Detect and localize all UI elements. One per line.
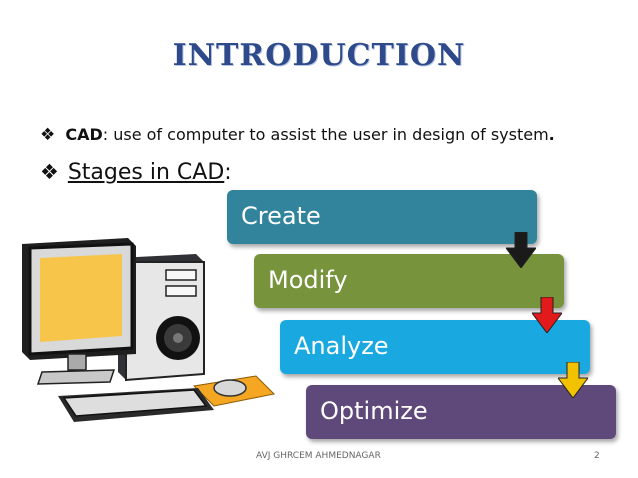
page-number: 2: [594, 451, 600, 461]
stage-optimize: Optimize: [306, 385, 616, 439]
stage-label: Create: [241, 202, 321, 230]
stage-modify: Modify: [254, 254, 564, 308]
footer-text: AVJ GHRCEM AHMEDNAGAR: [256, 451, 381, 461]
diamond-bullet-icon: ❖: [40, 125, 56, 145]
down-arrow-icon: [532, 297, 562, 333]
slide-title: INTRODUCTION: [172, 38, 466, 73]
cad-term: CAD: [65, 125, 103, 144]
bullet-cad-definition: ❖ CAD: use of computer to assist the use…: [40, 125, 555, 145]
cad-definition-text: : use of computer to assist the user in …: [102, 125, 549, 144]
down-arrow-icon: [506, 232, 536, 268]
stage-analyze: Analyze: [280, 320, 590, 374]
bullet-stages: ❖ Stages in CAD:: [40, 160, 232, 185]
cad-period: .: [548, 125, 555, 144]
stage-label: Modify: [268, 266, 348, 294]
stages-colon: :: [224, 160, 232, 185]
diamond-bullet-icon: ❖: [40, 160, 59, 184]
computer-illustration: [22, 238, 276, 422]
down-arrow-icon: [558, 362, 588, 398]
stage-create: Create: [227, 190, 537, 244]
stages-label: Stages in CAD: [67, 160, 225, 185]
stage-label: Optimize: [320, 397, 428, 425]
stage-label: Analyze: [294, 332, 389, 360]
